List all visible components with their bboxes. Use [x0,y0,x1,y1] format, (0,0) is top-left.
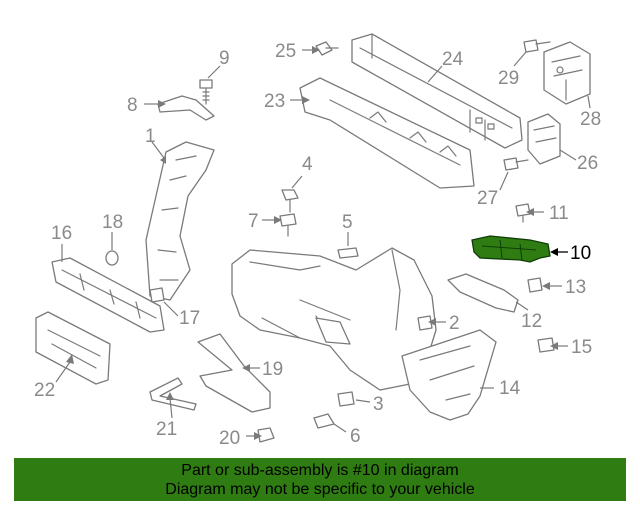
part-21-trim [149,377,197,411]
callout-5: 5 [342,212,353,233]
callout-27: 27 [477,188,498,209]
part-10-highlighted [471,235,551,263]
part-12-bracket [447,273,519,313]
callout-13: 13 [565,277,586,298]
callout-29: 29 [498,68,519,89]
callout-4: 4 [302,154,313,175]
callout-19: 19 [262,359,283,380]
callout-16: 16 [51,223,72,244]
info-banner: Part or sub-assembly is #10 in diagram D… [14,458,626,501]
callout-14: 14 [499,378,521,399]
part-18-grommet [105,250,119,266]
callout-6: 6 [350,426,361,447]
part-24-reinforcement [351,33,523,149]
callout-11: 11 [549,203,569,224]
part-9-bolt [199,79,213,105]
callout-28: 28 [580,109,601,130]
part-3-nut [337,391,355,407]
callout-8: 8 [127,95,138,116]
banner-line-2: Diagram may not be specific to your vehi… [165,481,475,498]
callout-22: 22 [34,380,55,401]
part-6-nut [313,413,335,429]
part-20-clip [257,427,275,443]
callout-2: 2 [449,313,460,334]
part-4-clip [281,189,299,213]
part-29-bolt [523,39,551,53]
parts-diagram: 9 8 25 24 23 1 4 7 5 16 18 17 22 19 21 2… [34,33,601,449]
part-27-bolt [503,157,529,171]
callout-9: 9 [219,48,230,69]
part-26-bracket [527,113,561,165]
callout-12: 12 [521,311,542,332]
callout-24: 24 [442,49,464,70]
callout-1: 1 [145,126,156,147]
part-15-bolt [537,337,555,353]
part-25-bolt [315,41,339,56]
part-11-bolt [515,203,531,223]
leader-lines [55,46,591,440]
part-19-fog-frame [197,333,271,413]
part-22-license-bracket [35,311,111,385]
part-7-clip [279,213,297,237]
part-14-side-bracket [401,329,497,421]
callout-7: 7 [248,211,259,232]
callout-21: 21 [156,419,177,440]
callout-17: 17 [179,308,200,329]
part-1-side-bracket [145,141,215,301]
banner-line-1: Part or sub-assembly is #10 in diagram [181,462,459,479]
part-13-bolt [527,277,543,293]
part-2-clip [417,315,433,331]
callout-3: 3 [373,394,384,415]
callout-20: 20 [219,428,240,449]
callout-18: 18 [102,212,123,233]
callout-26: 26 [577,153,598,174]
part-16-retainer [51,257,165,333]
bumper-cover [231,247,437,391]
part-28-bracket [543,41,591,105]
callout-labels: 9 8 25 24 23 1 4 7 5 16 18 17 22 19 21 2… [34,41,601,449]
callout-23: 23 [264,91,285,112]
part-8-bracket [157,95,215,121]
callout-25: 25 [275,41,296,62]
part-5-label [337,247,359,259]
part-17-clip [149,287,165,303]
callout-15: 15 [571,337,592,358]
part-23-absorber [299,77,475,189]
callout-10: 10 [570,243,591,264]
